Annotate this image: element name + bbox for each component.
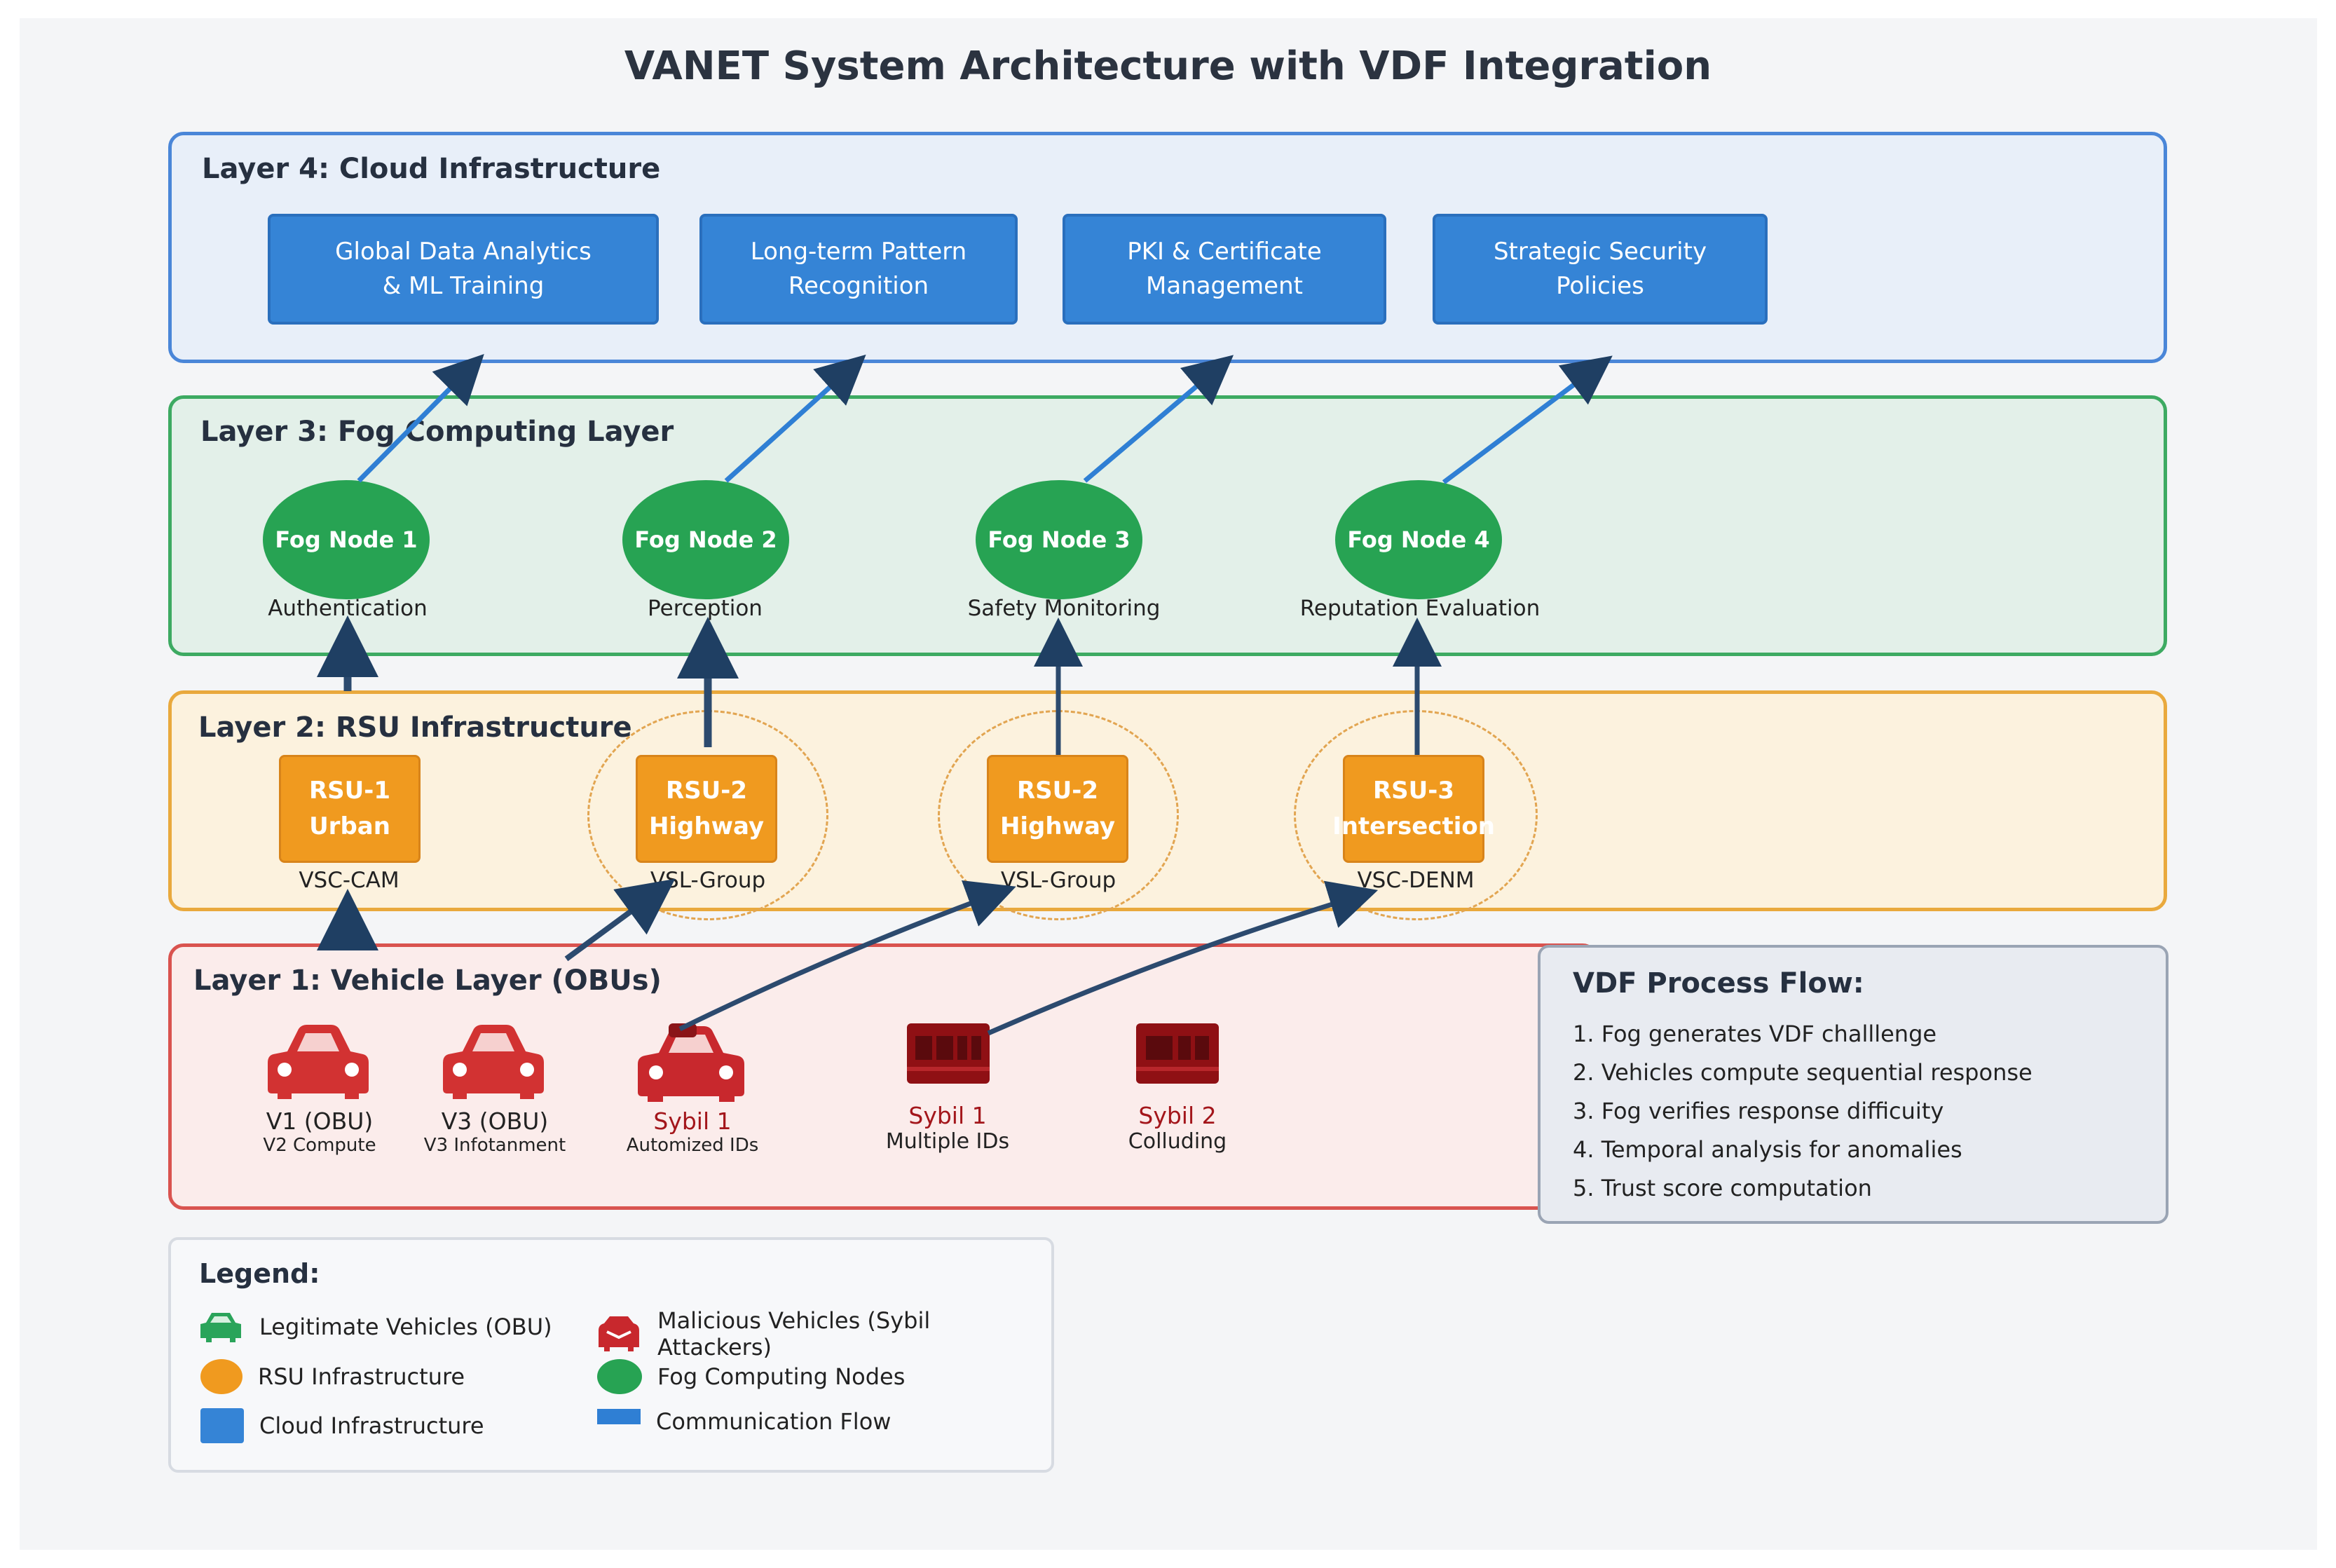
cloud-box-policies-line2: Policies <box>1556 272 1644 300</box>
vehicle-v1-name: V1 (OBU) <box>266 1107 374 1135</box>
car-icon <box>443 1025 544 1099</box>
fog-node-3-name: Fog Node 3 <box>988 526 1131 553</box>
layer-fog-label: Layer 3: Fog Computing Layer <box>200 416 674 448</box>
vdf-step-1: 1. Fog generates VDF challlenge <box>1573 1021 1937 1047</box>
vehicle-sybil-1a-sub: Automized IDs <box>626 1135 759 1156</box>
rsu-1-type: Urban <box>309 812 390 840</box>
fog-node-1: Fog Node 1 <box>263 480 430 599</box>
layer-fog <box>168 395 2167 656</box>
rsu-2b-channel: VSL-Group <box>1000 868 1116 893</box>
layer-rsu-label: Layer 2: RSU Infrastructure <box>198 711 632 744</box>
cloud-box-pki-line1: PKI & Certificate <box>1127 237 1322 266</box>
malicious-car-icon <box>598 1316 639 1351</box>
vehicle-sybil-2-name: Sybil 2 <box>1138 1102 1217 1129</box>
vdf-step-2: 2. Vehicles compute sequential response <box>1573 1059 2033 1086</box>
vehicle-sybil-2-sub: Colluding <box>1128 1129 1227 1154</box>
vdf-step-4: 4. Temporal analysis for anomalies <box>1573 1136 1962 1163</box>
layer-cloud-label: Layer 4: Cloud Infrastructure <box>202 153 661 185</box>
rsu-swatch-icon <box>200 1359 243 1394</box>
legend-cloud-label: Cloud Infrastructure <box>259 1412 484 1439</box>
legend-rsu: RSU Infrastructure <box>200 1359 465 1394</box>
vehicle-v3-name: V3 (OBU) <box>441 1107 549 1135</box>
cloud-box-pki-line2: Management <box>1146 272 1303 300</box>
legend-fog: Fog Computing Nodes <box>597 1359 905 1394</box>
vdf-process-steps: 1. Fog generates VDF challlenge 2. Vehic… <box>1573 1021 2033 1213</box>
flow-swatch-icon <box>597 1409 641 1424</box>
vdf-process-title: VDF Process Flow: <box>1573 967 1864 1000</box>
vehicle-v3-sub: V3 Infotanment <box>423 1135 566 1156</box>
rsu-2-id: RSU-2 <box>665 777 748 805</box>
vdf-step-5: 5. Trust score computation <box>1573 1175 1872 1201</box>
cloud-box-pattern-line1: Long-term Pattern <box>750 237 967 266</box>
vehicle-v1-sub: V2 Compute <box>263 1135 376 1156</box>
vehicle-v3: V3 (OBU)V3 Infotanment <box>424 1107 566 1156</box>
cloud-box-analytics-line2: & ML Training <box>382 272 545 300</box>
arrow-fog2-cloud <box>724 354 866 483</box>
layer-vehicle-label: Layer 1: Vehicle Layer (OBUs) <box>193 964 662 997</box>
legit-car-icon <box>200 1313 241 1342</box>
legend-malicious-label: Malicious Vehicles (Sybil Attackers) <box>657 1307 931 1361</box>
legend-flow-label: Communication Flow <box>656 1408 892 1435</box>
arrow-sybil1a-rsu2b <box>678 880 1016 1032</box>
legend-rsu-label: RSU Infrastructure <box>258 1363 465 1390</box>
vdf-process-panel: VDF Process Flow: 1. Fog generates VDF c… <box>1538 945 2168 1224</box>
cloud-box-pattern-line2: Recognition <box>788 272 929 300</box>
cloud-box-policies-line1: Strategic Security <box>1493 237 1707 266</box>
fog-node-4-role: Reputation Evaluation <box>1299 596 1541 621</box>
sybil-device-icon <box>907 1023 990 1084</box>
vehicle-sybil-1a-name: Sybil 1 <box>653 1107 732 1135</box>
legend: Legend: Legitimate Vehicles (OBU) Malici… <box>168 1237 1054 1473</box>
fog-node-4-name: Fog Node 4 <box>1347 526 1490 553</box>
arrow-sybil1b-rsu3 <box>987 880 1379 1036</box>
legend-malicious: Malicious Vehicles (Sybil Attackers) <box>596 1307 1051 1361</box>
car-icon <box>268 1025 369 1099</box>
fog-node-2-name: Fog Node 2 <box>634 526 777 553</box>
cloud-box-analytics-line1: Global Data Analytics <box>335 237 592 266</box>
layer-vehicle <box>168 943 1598 1210</box>
vdf-step-3: 3. Fog verifies response difficuity <box>1573 1098 1944 1124</box>
sybil-device-icon <box>1136 1023 1219 1084</box>
diagram-title: VANET System Architecture with VDF Integ… <box>624 43 1712 89</box>
rsu-2b-type: Highway <box>999 812 1116 840</box>
fog-node-3: Fog Node 3 <box>976 480 1142 599</box>
legend-flow: Communication Flow <box>597 1408 891 1435</box>
rsu-1-id: RSU-1 <box>308 777 391 805</box>
rsu-3-id: RSU-3 <box>1372 777 1455 805</box>
arrow-fog4-cloud <box>1442 355 1613 484</box>
arrow-fog3-cloud <box>1083 355 1234 483</box>
rsu-2b-id: RSU-2 <box>1016 777 1099 805</box>
arrow-v3-rsu2 <box>564 878 676 962</box>
fog-node-3-role: Safety Monitoring <box>967 596 1161 621</box>
rsu-3-type: Intersection <box>1332 812 1495 840</box>
legend-legit-label: Legitimate Vehicles (OBU) <box>259 1314 552 1340</box>
legend-title: Legend: <box>199 1258 320 1289</box>
vehicle-v1: V1 (OBU)V2 Compute <box>263 1107 376 1156</box>
vehicle-sybil-1b-sub: Multiple IDs <box>885 1129 1010 1154</box>
vehicle-sybil-1b-name: Sybil 1 <box>908 1102 987 1129</box>
cloud-swatch-icon <box>200 1408 244 1443</box>
fog-swatch-icon <box>597 1359 642 1394</box>
arrow-fog1-cloud <box>357 354 484 483</box>
fog-node-1-name: Fog Node 1 <box>275 526 418 553</box>
legend-cloud: Cloud Infrastructure <box>200 1408 484 1443</box>
fog-node-4: Fog Node 4 <box>1335 480 1502 599</box>
rsu-2-type: Highway <box>648 812 765 840</box>
legend-fog-label: Fog Computing Nodes <box>657 1363 906 1390</box>
fog-node-2: Fog Node 2 <box>622 480 789 599</box>
cloud-box-analytics: Global Data Analytics & ML Training <box>268 214 659 325</box>
legend-legit: Legitimate Vehicles (OBU) <box>198 1310 552 1344</box>
